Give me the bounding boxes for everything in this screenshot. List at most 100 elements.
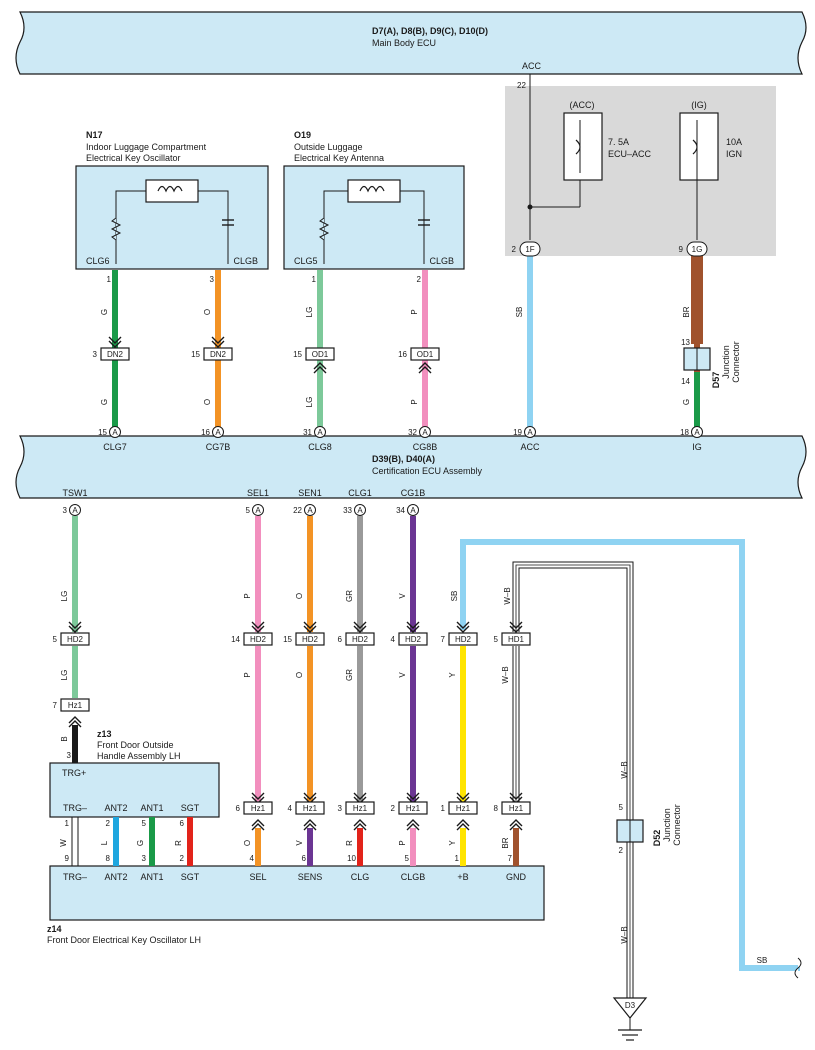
- o19-code: O19: [294, 130, 311, 140]
- z13-term-1-label: ANT2: [104, 803, 127, 813]
- n17-right-lead: [198, 190, 229, 264]
- z13-term-3-pin-top: 6: [180, 819, 185, 828]
- top-wire-4-pin-top: 2: [512, 245, 517, 254]
- sb-loop-color: SB: [450, 591, 459, 602]
- n17-line2: Electrical Key Oscillator: [86, 153, 181, 163]
- z13-term-0-label: TRG–: [63, 803, 87, 813]
- hd-wire-3-end-pin: 10: [347, 854, 356, 863]
- hd-wire-5-hz-pin: 1: [441, 804, 446, 813]
- n17-coil-icon: [157, 185, 183, 193]
- d52-color-top: W–B: [620, 761, 629, 778]
- cert-upper-term-2-letter: A: [317, 428, 323, 437]
- n17-resistor-icon: [110, 217, 122, 241]
- z13-term-3-label: SGT: [181, 803, 200, 813]
- hd-wire-2-hd-box: [295, 632, 325, 646]
- z13-term-3-pin-bottom: 2: [180, 854, 185, 863]
- d52-pin-top: 5: [619, 803, 624, 812]
- sb-exit-break: [794, 957, 802, 979]
- z13-term-1-color: L: [100, 840, 109, 845]
- z14-terminal-2: ANT1: [140, 872, 163, 882]
- ig-fuse-element: [692, 139, 698, 155]
- top-wire-3-chev: [418, 362, 432, 374]
- cert-upper-term-1-circle: [212, 426, 224, 438]
- hd-wire-2-hd-pin: 15: [283, 635, 292, 644]
- hd-wire-4-hd-label: HD2: [405, 635, 422, 644]
- cert-upper-term-0-circle: [109, 426, 121, 438]
- o19-line2: Electrical Key Antenna: [294, 153, 384, 163]
- top-wire-2-color-upper: LG: [305, 307, 314, 318]
- wb-upper-color: W–B: [503, 587, 512, 604]
- ig-wire-green: [694, 372, 700, 432]
- hd-wire-2-hz-pin: 4: [288, 804, 293, 813]
- z13-term-0-pin-top: 1: [65, 819, 70, 828]
- acc-fuse-circuit: (ACC): [570, 100, 595, 110]
- hd-wire-1-hz-box: [243, 801, 273, 815]
- top-wire-1-color-upper: O: [203, 309, 212, 315]
- o19-term-right: CLGB: [429, 256, 454, 266]
- top-wire-2-conn-label: OD1: [312, 350, 329, 359]
- hd-wire-2-color-upper: O: [295, 593, 304, 599]
- hd-wire-5-lower-chev: [456, 819, 470, 831]
- cert-lower-term-1-circle: [252, 504, 264, 516]
- cert-lower-label-4: CG1B: [401, 488, 426, 498]
- hd-wire-5-hd-pin: 7: [441, 635, 446, 644]
- cert-lower-label-0: TSW1: [62, 488, 87, 498]
- ground-code: D3: [625, 1001, 636, 1010]
- d52-code: D52: [652, 830, 662, 847]
- ig-wire-brown-cover: [691, 256, 703, 344]
- hd-wire-3-chev: [353, 621, 367, 633]
- z14-terminal-9: GND: [506, 872, 527, 882]
- z13-term-2-pin-bottom: 3: [142, 854, 147, 863]
- hd-wire-6-hd-box: [501, 632, 531, 646]
- hd-wire-3-hd-pin: 6: [338, 635, 343, 644]
- wire-layer: [71, 256, 800, 998]
- hd-wire-4-hz-box: [398, 801, 428, 815]
- top-wire-5-inline-label: 1G: [692, 245, 703, 254]
- hd-wire-6-hz-label: Hz1: [509, 804, 524, 813]
- top-wire-2-chev: [313, 362, 327, 374]
- d57-line1: Junction: [721, 345, 731, 379]
- hd-wire-2-lower-chev: [303, 819, 317, 831]
- hd-wire-3-hz-label: Hz1: [353, 804, 368, 813]
- wb-route-b: [518, 567, 628, 820]
- cert-lower-pin-4: 34: [396, 506, 405, 515]
- main-body-ecu-box: D7(A), D8(B), D9(C), D10(D) Main Body EC…: [15, 11, 807, 75]
- hd-wire-6-color-lower: BR: [501, 837, 510, 848]
- z14-box: [49, 865, 545, 921]
- z13-code: z13: [97, 729, 112, 739]
- top-wire-0-conn-label: DN2: [107, 350, 124, 359]
- main-ecu-acc-terminal: ACC: [522, 61, 542, 71]
- n17-coil-frame: [145, 179, 199, 203]
- tsw-hz-label: Hz1: [68, 701, 83, 710]
- z13-term-2-label: ANT1: [140, 803, 163, 813]
- cert-upper-term-0-letter: A: [112, 428, 118, 437]
- z13-box: [49, 762, 220, 818]
- cert-upper-term-5-circle: [691, 426, 703, 438]
- hd-wire-4-color-lower: P: [398, 840, 407, 845]
- z13-term-3-color: R: [174, 840, 183, 846]
- cert-upper-label-4: ACC: [520, 442, 540, 452]
- o19-coil-frame: [347, 179, 401, 203]
- hd-wire-6-hz-pin: 8: [494, 804, 499, 813]
- cert-lower-term-0-circle: [69, 504, 81, 516]
- cert-ecu-name: Certification ECU Assembly: [372, 466, 483, 476]
- hd-wire-1-end-pin: 4: [250, 854, 255, 863]
- o19-term-left: CLG5: [294, 256, 318, 266]
- n17-term-left: CLG6: [86, 256, 110, 266]
- hd-wire-2-end-pin: 6: [302, 854, 307, 863]
- cert-upper-label-3: CG8B: [413, 442, 438, 452]
- z13-line2: Handle Assembly LH: [97, 751, 181, 761]
- z13-term-1-pin-top: 2: [106, 819, 111, 828]
- top-wire-2-conn-pin: 15: [293, 350, 302, 359]
- cert-lower-term-3-circle: [354, 504, 366, 516]
- cert-upper-label-5: IG: [692, 442, 702, 452]
- hd-wire-5-color-mid: Y: [448, 672, 457, 678]
- tsw-hz-pin: 7: [53, 701, 58, 710]
- cert-upper-pin-0: 15: [98, 428, 107, 437]
- z14-terminal-6: CLG: [351, 872, 370, 882]
- cert-ecu-box: [15, 435, 807, 499]
- top-wire-1-pin-top: 3: [210, 275, 215, 284]
- z13-term-1-pin-bottom: 8: [106, 854, 111, 863]
- top-wire-1-chev: [211, 336, 225, 348]
- cert-upper-term-2-circle: [314, 426, 326, 438]
